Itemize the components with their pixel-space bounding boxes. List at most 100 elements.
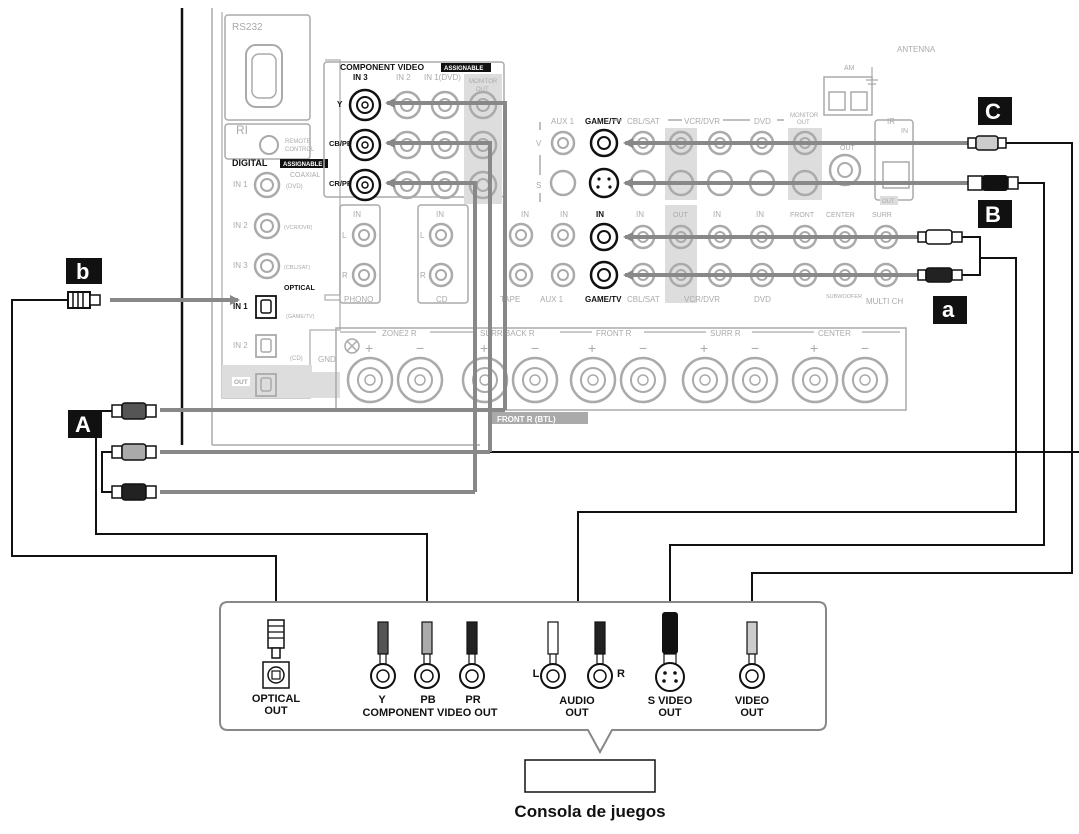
component-video-out-caption: COMPONENT VIDEO OUT (362, 707, 498, 719)
digital-label: DIGITAL (232, 158, 268, 168)
video-out-caption: VIDEO OUT (734, 695, 770, 719)
optical-in1-jack (255, 295, 277, 319)
svg-text:CONTROL: CONTROL (285, 147, 315, 153)
center-label: CENTER (826, 212, 855, 219)
audio-plug-l (917, 229, 963, 245)
video-s-label: S (536, 181, 541, 190)
aux1-bottom-label: AUX 1 (540, 295, 564, 304)
aux1-top-label: AUX 1 (551, 117, 575, 126)
svg-text:OUT: OUT (797, 120, 810, 126)
component-in1-label: IN 1(DVD) (424, 73, 461, 82)
audio-jacks (589, 222, 899, 290)
digital-assignable-badge: ASSIGNABLE (283, 162, 322, 168)
svideo-plug-b (967, 175, 1019, 191)
component-assignable-badge: ASSIGNABLE (444, 66, 483, 72)
cd-label: CD (436, 295, 448, 304)
component-plug-pr (111, 483, 157, 501)
zone2r-label: ZONE2 R (382, 329, 417, 338)
marker-C-box (978, 97, 1012, 125)
gnd-screw (344, 338, 360, 354)
rs232-port (245, 44, 283, 108)
component-cb-label: CB/PB (329, 139, 353, 148)
coax-in1-label: (DVD) (286, 184, 303, 190)
svg-text:OUT: OUT (476, 87, 489, 93)
cbl-sat-top-label: CBL/SAT (627, 117, 660, 126)
svg-text:MONITOR: MONITOR (790, 113, 819, 119)
console-svideo-out (655, 612, 685, 692)
console-placeholder-box (524, 759, 656, 793)
am-label: AM (844, 65, 855, 72)
svg-text:IN: IN (636, 210, 644, 219)
svg-text:IN: IN (756, 210, 764, 219)
speaker-terminals: +− +− +− +− +− (346, 340, 889, 404)
coax-in2-label: (VCR/DVR) (284, 225, 313, 231)
svg-text:+: + (700, 340, 708, 356)
y-caption: Y (378, 694, 386, 706)
surr-label: SURR (872, 212, 892, 219)
marker-B: B (985, 202, 1001, 227)
cbl-sat-bottom-label: CBL/SAT (627, 295, 660, 304)
audio-plug-r (917, 267, 963, 283)
optical-jacks: IN 1 (GAME/TV) IN 2 (CD) OUT (232, 295, 315, 397)
component-plug-y (111, 402, 157, 420)
svg-text:OUT: OUT (673, 212, 689, 219)
svg-text:R: R (420, 271, 426, 280)
dvd-top-label: DVD (754, 117, 771, 126)
component-y-jack (348, 88, 382, 122)
tape-label: TAPE (500, 295, 520, 304)
audio-r-caption: R (617, 668, 625, 680)
component-video-title: COMPONENT VIDEO (340, 62, 424, 72)
component-y-label: Y (337, 100, 343, 109)
pb-caption: PB (420, 694, 436, 706)
video-v-label: V (536, 139, 542, 148)
vcr-dvr-bottom-label: VCR/DVR (684, 295, 720, 304)
markers: b A C B a (66, 97, 1012, 438)
game-tv-audio-r-jack (589, 260, 619, 290)
frontr-label: FRONT R (596, 329, 632, 338)
rs232-label: RS232 (232, 22, 263, 33)
console-video-out (739, 621, 765, 689)
svg-text:L: L (342, 231, 347, 240)
component-cr-jack (348, 168, 382, 202)
right-plugs (917, 135, 1019, 283)
coaxial-label: COAXIAL (290, 172, 320, 179)
svg-text:IN 1: IN 1 (233, 180, 248, 189)
video-plug-c (967, 135, 1007, 151)
center-speaker-label: CENTER (818, 329, 851, 338)
surrr-label: SURR R (710, 329, 741, 338)
component-cb-jack (348, 128, 382, 162)
game-tv-top-label: GAME/TV (585, 117, 622, 126)
phono-label: PHONO (344, 295, 373, 304)
svg-text:−: − (416, 340, 424, 356)
component-plug-pb (111, 443, 157, 461)
subwoofer-label: SUBWOOFER (826, 294, 862, 300)
svg-text:OUT: OUT (840, 145, 856, 152)
ir-in-label: IN (901, 128, 908, 135)
game-tv-bottom-label: GAME/TV (585, 295, 622, 304)
svg-text:IN: IN (521, 210, 529, 219)
svg-text:IN: IN (560, 210, 568, 219)
multi-ch-label: MULTI CH (866, 297, 903, 306)
ri-label: RI (236, 123, 248, 137)
front-r-btl-label: FRONT R (BTL) (497, 415, 556, 424)
svg-text:IN 2: IN 2 (233, 341, 248, 350)
optical-out-label: OUT (234, 379, 248, 386)
vcr-dvr-top-label: VCR/DVR (684, 117, 720, 126)
ir-label: IR (887, 117, 895, 126)
svg-text:+: + (588, 340, 596, 356)
svg-text:+: + (365, 340, 373, 356)
svg-text:−: − (861, 340, 869, 356)
component-in3-label: IN 3 (353, 73, 368, 82)
coax-in3-label: (CBL/SAT) (284, 265, 310, 271)
console-component-out (370, 621, 485, 689)
game-tv-svideo-in-jack (588, 167, 620, 199)
marker-b: b (76, 259, 89, 284)
svg-text:IN 2: IN 2 (233, 221, 248, 230)
svg-text:R: R (342, 271, 348, 280)
marker-C: C (985, 99, 1001, 124)
marker-a-box (933, 296, 967, 324)
optical-label: OPTICAL (284, 285, 315, 292)
optical-in2-sub: (CD) (290, 356, 303, 362)
svg-text:+: + (810, 340, 818, 356)
